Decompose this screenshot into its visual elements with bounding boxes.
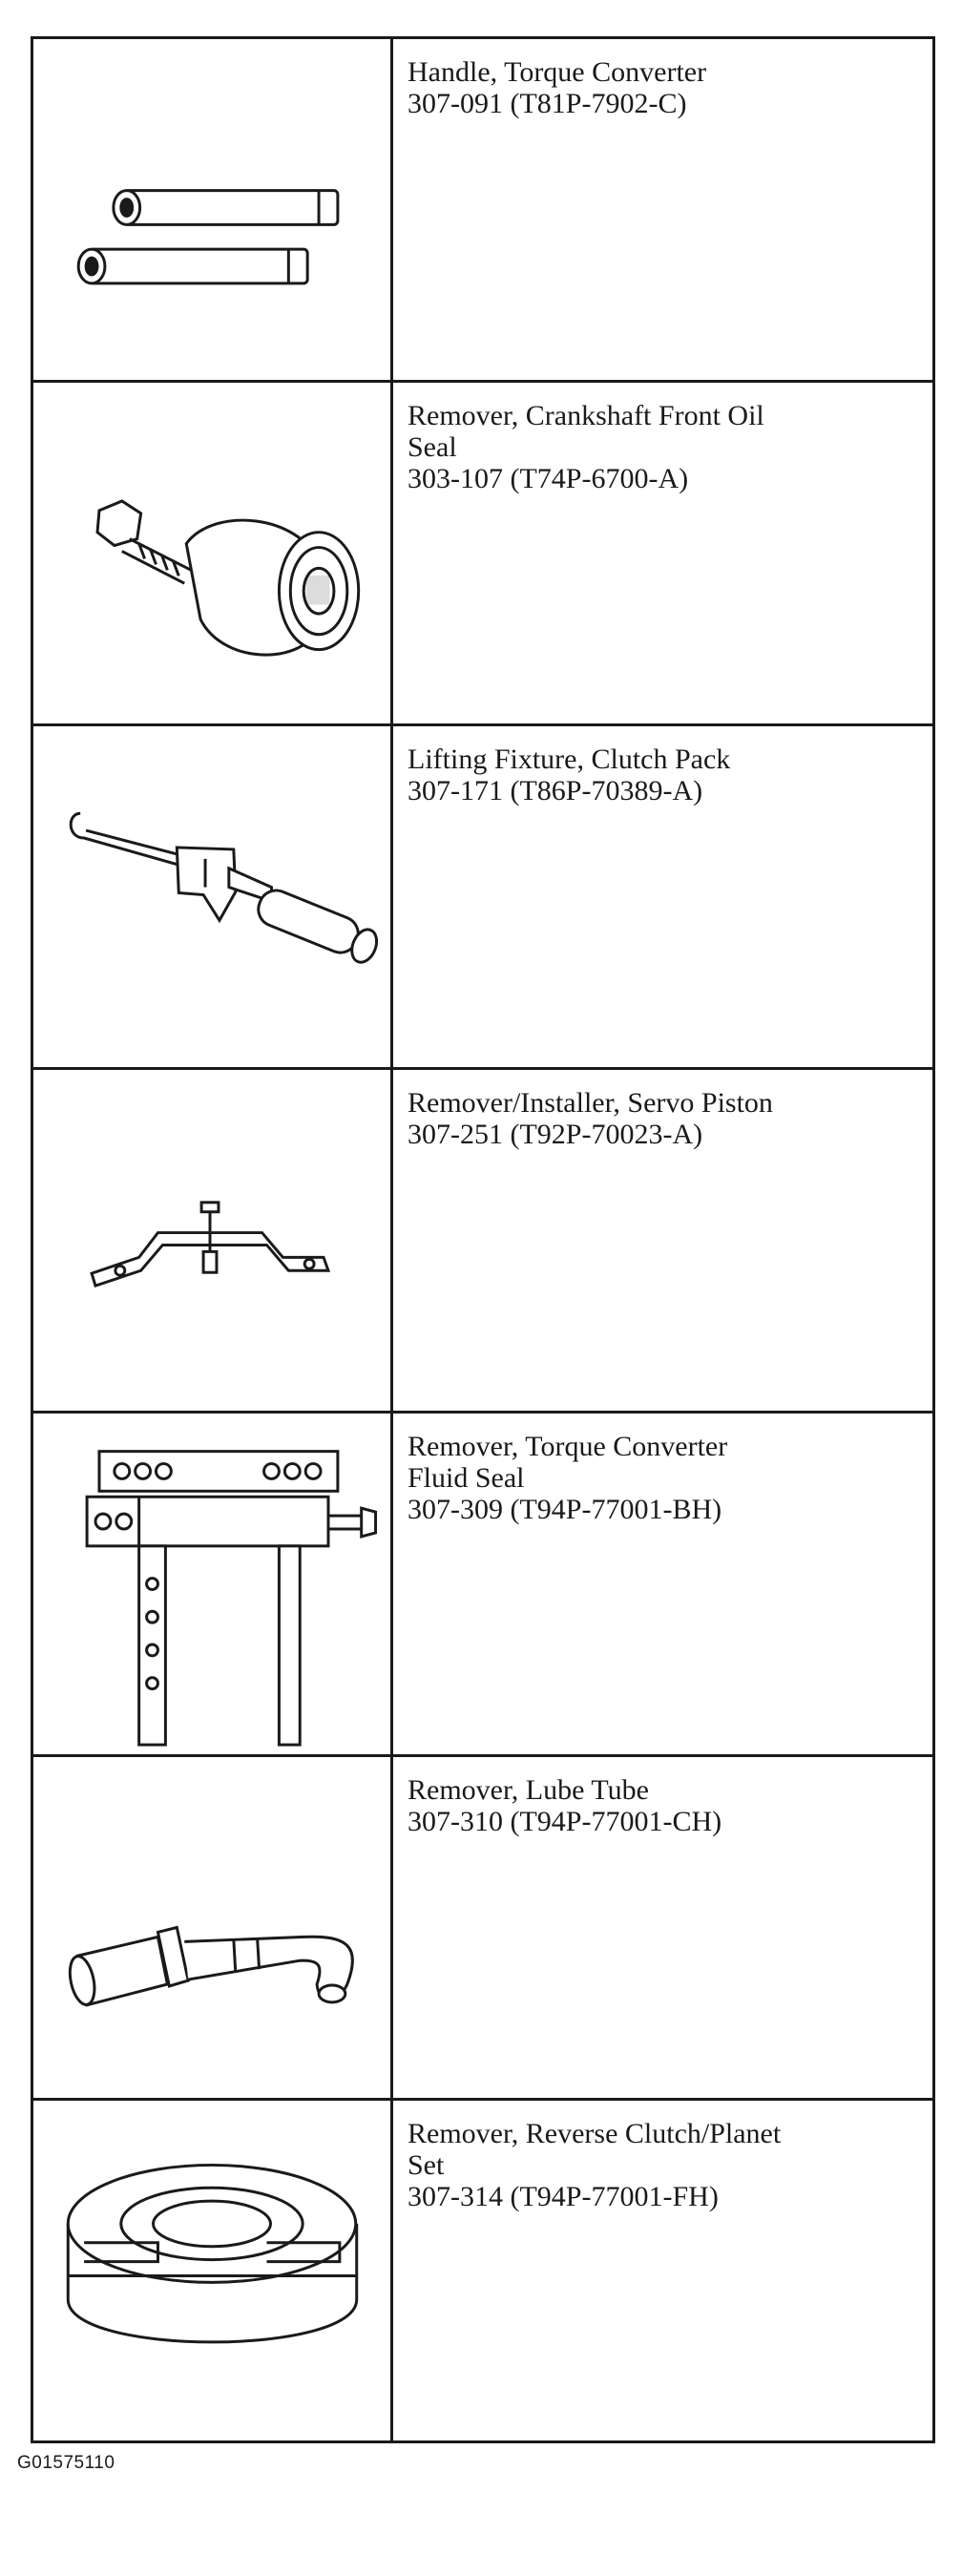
tool-description: Remover/Installer, Servo Piston 307-251 … xyxy=(408,1087,773,1150)
tool-description: Remover, Lube Tube 307-310 (T94P-77001-C… xyxy=(408,1774,722,1837)
fluid-seal-remover-icon xyxy=(33,1414,390,1754)
clutch-planet-remover-icon xyxy=(33,2101,390,2441)
tool-row: Handle, Torque Converter 307-091 (T81P-7… xyxy=(33,39,932,383)
seal-remover-icon xyxy=(33,383,390,723)
tool-row: Remover, Torque Converter Fluid Seal 307… xyxy=(33,1414,932,1757)
tool-row: Remover, Reverse Clutch/Planet Set 307-3… xyxy=(33,2101,932,2441)
handle-icon xyxy=(33,39,390,380)
tool-row: Remover, Crankshaft Front Oil Seal 303-1… xyxy=(33,383,932,726)
tool-description: Remover, Crankshaft Front Oil Seal 303-1… xyxy=(408,400,764,494)
tool-description: Lifting Fixture, Clutch Pack 307-171 (T8… xyxy=(408,743,731,806)
servo-tool-icon xyxy=(33,1070,390,1411)
tool-description: Remover, Torque Converter Fluid Seal 307… xyxy=(408,1431,728,1525)
tool-description: Handle, Torque Converter 307-091 (T81P-7… xyxy=(408,56,707,119)
figure-id: G01575110 xyxy=(17,2453,115,2473)
tool-row: Remover, Lube Tube 307-310 (T94P-77001-C… xyxy=(33,1757,932,2101)
tool-row: Lifting Fixture, Clutch Pack 307-171 (T8… xyxy=(33,726,932,1070)
tool-description: Remover, Reverse Clutch/Planet Set 307-3… xyxy=(408,2118,782,2212)
lube-tube-remover-icon xyxy=(33,1757,390,2098)
tool-row: Remover/Installer, Servo Piston 307-251 … xyxy=(33,1070,932,1414)
tool-table: Handle, Torque Converter 307-091 (T81P-7… xyxy=(31,36,935,2443)
lifting-fixture-icon xyxy=(33,726,390,1067)
